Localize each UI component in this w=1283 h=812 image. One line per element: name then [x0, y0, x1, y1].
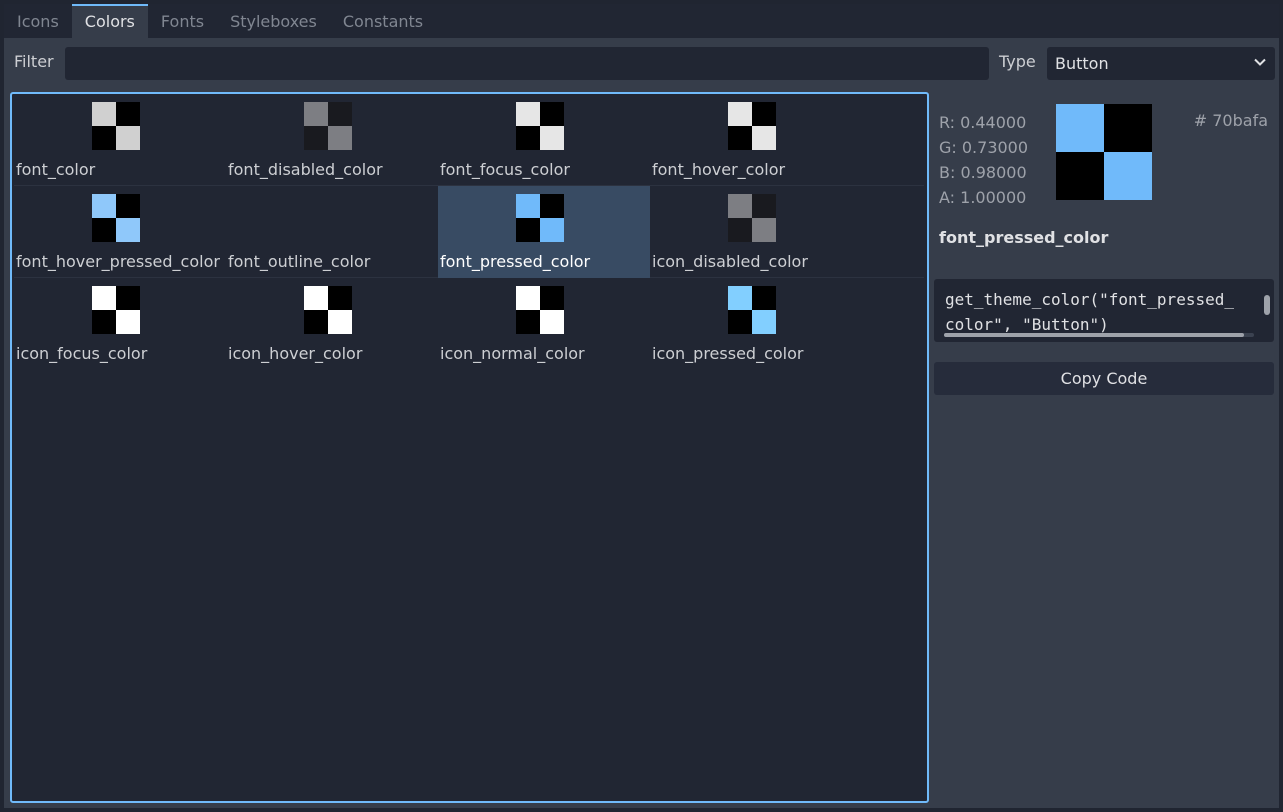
color-item-label: icon_hover_color [228, 344, 363, 363]
color-item-label: font_hover_color [652, 160, 786, 179]
color-item-label: font_focus_color [440, 160, 570, 179]
tab-bar: Icons Colors Fonts Styleboxes Constants [4, 4, 1279, 38]
tab-styleboxes[interactable]: Styleboxes [230, 12, 317, 31]
code-horizontal-scrollbar[interactable] [944, 333, 1244, 337]
color-item-font-hover-pressed-color[interactable]: font_hover_pressed_color [14, 186, 226, 278]
color-grid[interactable]: font_color font_disabled_color font_focu… [10, 92, 929, 803]
code-snippet[interactable]: get_theme_color("font_pressed_ color", "… [945, 287, 1257, 337]
color-item-icon-disabled-color[interactable]: icon_disabled_color [650, 186, 862, 278]
color-item-font-color[interactable]: font_color [14, 94, 226, 186]
green-value: G: 0.73000 [939, 138, 1029, 157]
color-swatch [304, 102, 352, 150]
code-line: get_theme_color("font_pressed_ [945, 290, 1234, 309]
code-line: color", "Button") [945, 315, 1109, 334]
color-item-icon-normal-color[interactable]: icon_normal_color [438, 278, 650, 370]
color-item-label: icon_disabled_color [652, 252, 808, 271]
filter-label: Filter [14, 52, 54, 71]
color-swatch [516, 102, 564, 150]
color-swatch [516, 286, 564, 334]
color-swatch [728, 194, 776, 242]
color-swatch [728, 286, 776, 334]
tab-icons[interactable]: Icons [17, 12, 59, 31]
grid-row: font_color font_disabled_color font_focu… [14, 94, 924, 186]
alpha-value: A: 1.00000 [939, 188, 1027, 207]
tab-colors[interactable]: Colors [71, 4, 148, 38]
type-select[interactable]: Button [1047, 47, 1275, 80]
color-item-label: icon_normal_color [440, 344, 585, 363]
filter-input[interactable] [65, 47, 989, 80]
color-item-font-disabled-color[interactable]: font_disabled_color [226, 94, 438, 186]
code-vertical-scrollbar[interactable] [1264, 295, 1270, 315]
color-item-font-hover-color[interactable]: font_hover_color [650, 94, 862, 186]
color-item-label: font_outline_color [228, 252, 371, 271]
selected-color-name: font_pressed_color [939, 228, 1109, 247]
color-swatch [516, 194, 564, 242]
chevron-down-icon [1254, 58, 1266, 66]
color-item-icon-focus-color[interactable]: icon_focus_color [14, 278, 226, 370]
color-swatch [92, 102, 140, 150]
color-swatch [304, 286, 352, 334]
tab-constants[interactable]: Constants [342, 12, 424, 31]
color-swatch [92, 194, 140, 242]
color-item-label: icon_focus_color [16, 344, 148, 363]
color-item-icon-hover-color[interactable]: icon_hover_color [226, 278, 438, 370]
color-item-label: font_pressed_color [440, 252, 591, 271]
selected-color-preview [1056, 104, 1152, 200]
color-swatch [728, 102, 776, 150]
red-value: R: 0.44000 [939, 113, 1027, 132]
copy-code-button[interactable]: Copy Code [934, 362, 1274, 395]
color-item-label: font_hover_pressed_color [16, 252, 220, 271]
color-swatch [92, 286, 140, 334]
rgba-values: R: 0.44000 G: 0.73000 B: 0.98000 A: 1.00… [939, 110, 1028, 210]
color-item-label: font_color [16, 160, 96, 179]
grid-row: icon_focus_color icon_hover_color icon_n… [14, 278, 924, 370]
color-item-font-focus-color[interactable]: font_focus_color [438, 94, 650, 186]
type-select-value: Button [1055, 54, 1109, 73]
blue-value: B: 0.98000 [939, 163, 1027, 182]
tab-fonts[interactable]: Fonts [160, 12, 205, 31]
color-item-font-pressed-color[interactable]: font_pressed_color [438, 186, 650, 278]
code-snippet-box[interactable]: get_theme_color("font_pressed_ color", "… [934, 279, 1274, 342]
code-horizontal-scroll-track[interactable] [944, 333, 1254, 337]
color-item-label: font_disabled_color [228, 160, 383, 179]
hex-value: # 70bafa [1193, 111, 1268, 130]
color-item-label: icon_pressed_color [652, 344, 804, 363]
color-item-icon-pressed-color[interactable]: icon_pressed_color [650, 278, 862, 370]
type-label: Type [999, 52, 1036, 71]
grid-row: font_hover_pressed_color font_outline_co… [14, 186, 924, 278]
colors-panel: Filter Type Button font_color font_disab… [4, 38, 1279, 808]
color-item-font-outline-color[interactable]: font_outline_color [226, 186, 438, 278]
